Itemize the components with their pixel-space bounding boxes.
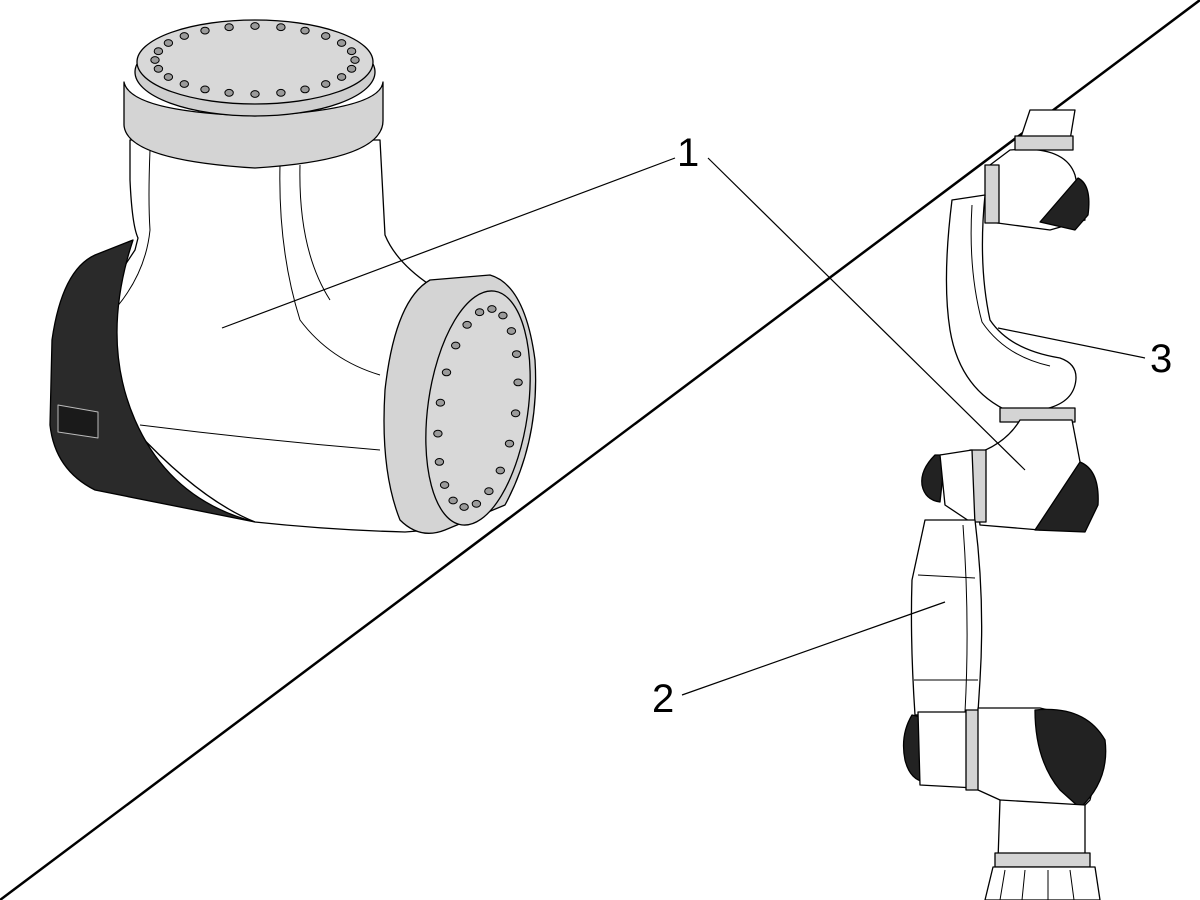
- bolt-hole: [471, 499, 482, 508]
- side-flange-plate: [425, 290, 531, 526]
- bolt-hole: [513, 378, 523, 387]
- bolt-hole: [511, 350, 522, 359]
- bolt-hole: [474, 308, 485, 317]
- bolt-hole: [462, 320, 472, 329]
- bolt-hole: [250, 90, 260, 98]
- elbow-side-housing: [939, 449, 976, 526]
- bolt-hole: [250, 22, 260, 30]
- bolt-hole: [300, 26, 310, 35]
- top-flange-plate: [136, 19, 374, 105]
- elbow-joint-detail: [49, 19, 537, 534]
- bolt-hole: [498, 311, 508, 320]
- bolt-hole: [451, 341, 461, 350]
- leader-line-1-detail: [221, 157, 676, 329]
- wrist-collar: [984, 164, 1000, 224]
- wrist-cap: [1039, 177, 1090, 231]
- bolt-hole: [435, 398, 446, 407]
- bolt-hole: [179, 80, 190, 88]
- bolt-hole: [495, 466, 505, 475]
- elbow-side-cap: [921, 454, 946, 503]
- elbow-contour: [139, 424, 381, 451]
- top-flange-bolts: [150, 22, 360, 98]
- bolt-hole: [200, 26, 210, 35]
- bolt-hole: [336, 73, 347, 81]
- elbow-contour: [279, 164, 381, 376]
- cover-slot: [57, 404, 99, 439]
- base-column: [997, 799, 1086, 861]
- robot-arm-overview: [902, 109, 1107, 900]
- elbow-contour: [104, 149, 151, 321]
- bolt-hole: [346, 47, 357, 56]
- base-rib: [999, 869, 1075, 900]
- bolt-hole: [448, 496, 458, 505]
- bolt-hole: [336, 39, 347, 47]
- wrist-ring: [1014, 135, 1074, 151]
- bolt-hole: [321, 80, 331, 88]
- bolt-hole: [153, 47, 164, 56]
- bolt-hole: [459, 503, 469, 511]
- base-ring: [994, 852, 1091, 868]
- bolt-hole: [224, 88, 234, 97]
- bolt-hole: [300, 85, 310, 94]
- upper-arm-contour: [962, 524, 968, 713]
- bolt-hole: [484, 487, 494, 496]
- bolt-hole: [433, 429, 443, 438]
- forearm-link: [945, 194, 1077, 413]
- bolt-hole: [434, 458, 445, 466]
- bolt-hole: [439, 481, 450, 489]
- bolt-hole: [153, 64, 164, 73]
- callout-label-1: 1: [677, 131, 699, 175]
- bolt-hole: [506, 327, 517, 335]
- leader-lines: [221, 157, 1146, 696]
- bolt-hole: [350, 56, 360, 64]
- bolt-hole: [441, 368, 452, 377]
- forearm-contour: [970, 204, 1051, 367]
- bolt-hole: [504, 439, 515, 448]
- bolt-hole: [163, 39, 174, 47]
- elbow-contour: [299, 164, 331, 301]
- bolt-hole: [276, 23, 286, 32]
- leader-line-1-overview: [707, 157, 1026, 471]
- bolt-hole: [510, 409, 521, 418]
- bolt-hole: [276, 88, 286, 97]
- bolt-hole: [179, 32, 190, 40]
- leader-line-2: [681, 601, 946, 696]
- bolt-hole: [200, 85, 210, 94]
- callout-label-2: 2: [652, 677, 674, 721]
- side-flange-bolts: [433, 305, 523, 511]
- bolt-hole: [346, 64, 357, 73]
- top-flange-ring: [123, 81, 384, 169]
- upper-arm-link: [910, 519, 983, 716]
- callout-label-3: 3: [1150, 337, 1172, 381]
- bolt-hole: [224, 23, 234, 32]
- base-mount: [984, 866, 1101, 900]
- side-cover: [49, 239, 256, 523]
- bolt-hole: [150, 56, 160, 64]
- shoulder-cap: [1034, 708, 1107, 809]
- leader-line-3: [997, 327, 1146, 359]
- bolt-hole: [321, 32, 331, 40]
- elbow-cap: [1034, 461, 1099, 533]
- bolt-hole: [487, 305, 497, 313]
- bolt-hole: [163, 73, 174, 81]
